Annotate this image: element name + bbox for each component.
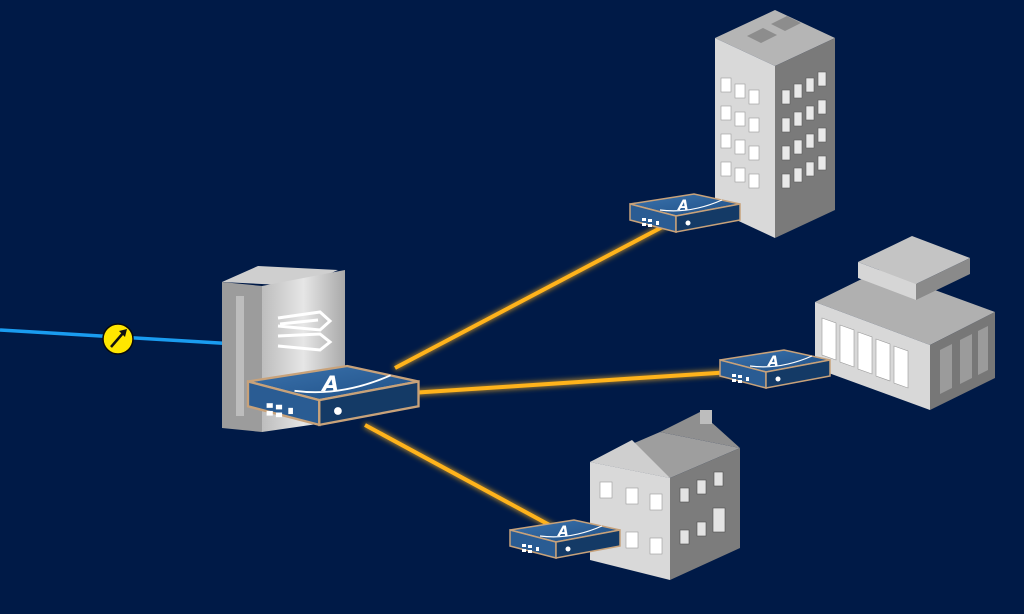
office-tower-router-logo-letter: A: [677, 198, 689, 214]
commercial-building-router-logo-letter: A: [767, 354, 779, 370]
office-tower-building: [715, 10, 835, 238]
link-hub-to-house: [364, 423, 556, 530]
link-hub-to-commercial: [409, 370, 733, 395]
commercial-building: [815, 236, 995, 410]
gauge-icon: [102, 323, 134, 355]
office-tower-router-appliance: A: [629, 193, 741, 233]
link-group: [364, 222, 733, 530]
house-router-appliance: A: [509, 519, 621, 559]
commercial-building-router-appliance: A: [719, 349, 831, 389]
house-building: [590, 410, 740, 580]
hub-router-logo-letter: A: [320, 372, 339, 397]
hub-router-appliance: A: [246, 364, 420, 427]
link-hub-to-tower: [394, 222, 669, 370]
house-router-logo-letter: A: [557, 524, 569, 540]
